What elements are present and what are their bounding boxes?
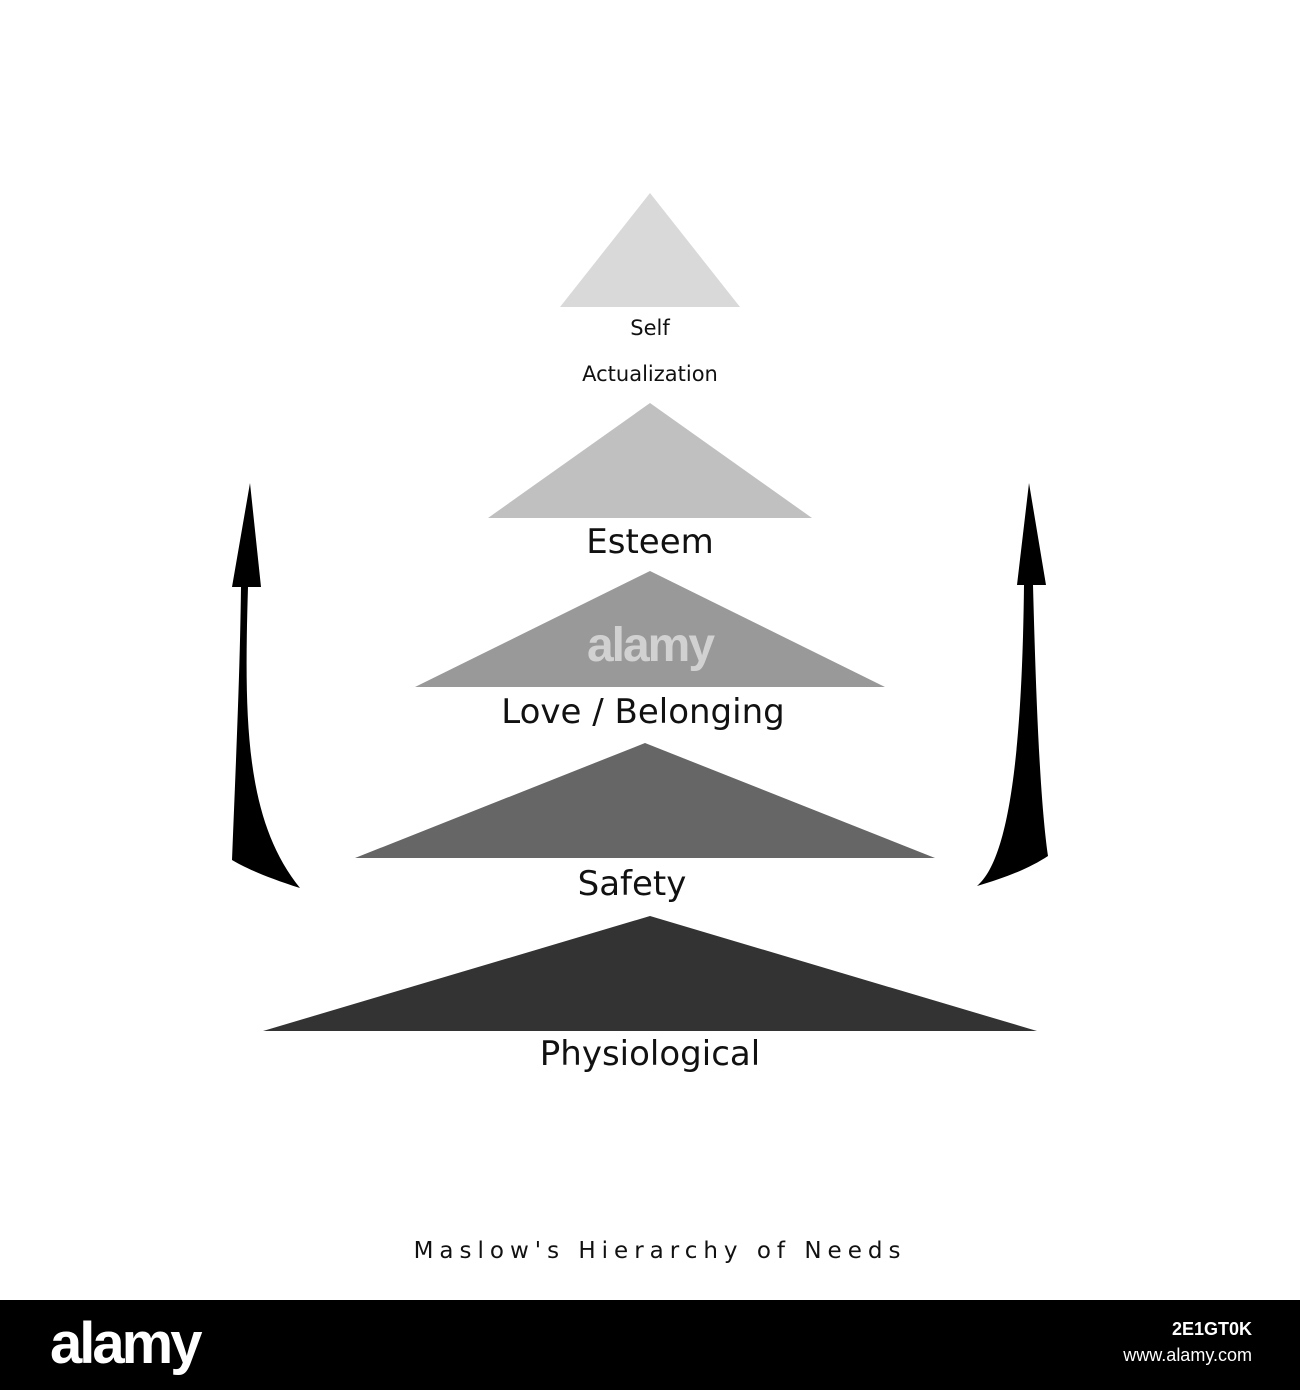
level-physiological-label: Physiological — [539, 1034, 761, 1074]
image-code: 2E1GT0K — [1171, 1319, 1252, 1339]
footer-bar: alamy 2E1GT0K www.alamy.com — [0, 1300, 1300, 1390]
level-esteem-triangle — [488, 403, 812, 518]
right-up-arrow-icon — [977, 483, 1048, 886]
level-love-belonging-triangle — [415, 571, 885, 687]
level-self-actualization-label-line2: Actualization — [582, 362, 718, 386]
diagram-caption: Maslow's Hierarchy of Needs — [413, 1238, 907, 1264]
footer-url: www.alamy.com — [1123, 1345, 1252, 1365]
footer-image-info: 2E1GT0K www.alamy.com — [1123, 1316, 1252, 1368]
hierarchy-diagram — [232, 193, 1048, 1031]
level-safety-triangle — [355, 743, 935, 858]
level-physiological-triangle — [263, 916, 1037, 1031]
level-self-actualization-label-line1: Self — [630, 316, 670, 340]
level-esteem-label: Esteem — [586, 522, 714, 562]
alamy-logo: alamy — [50, 1311, 202, 1376]
level-love-belonging-label: Love / Belonging — [501, 692, 785, 732]
level-safety-label: Safety — [577, 864, 687, 904]
left-up-arrow-icon — [232, 483, 300, 888]
level-self-actualization-triangle — [560, 193, 740, 307]
watermark: alamy — [586, 619, 715, 672]
